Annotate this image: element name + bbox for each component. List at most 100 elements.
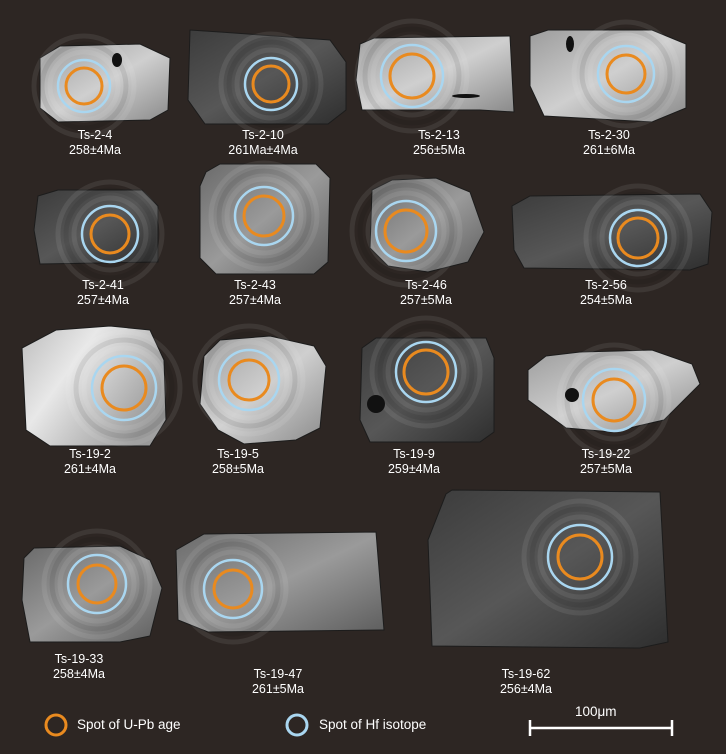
zircon-crystal-image [199, 163, 331, 275]
zoning-band [365, 190, 447, 272]
grain-age: 257±5Ma [579, 462, 633, 476]
zoning-band [218, 31, 324, 137]
zoning-band [224, 176, 304, 256]
upb-age-spot [89, 213, 131, 255]
upb-age-spot [227, 358, 271, 402]
hf-isotope-spot [374, 199, 438, 263]
upb-age-spot [251, 64, 291, 104]
zoning-band [357, 182, 455, 280]
legend-upb-symbol [44, 713, 68, 737]
grain-id: Ts-2-4 [77, 128, 113, 142]
zoning-band [47, 49, 121, 123]
grain-age: 261±4Ma [63, 462, 117, 476]
grain-id: Ts-19-5 [217, 447, 259, 461]
hf-isotope-spot [394, 340, 458, 404]
zoning-band [185, 541, 281, 637]
grain-age: 261±5Ma [251, 682, 305, 696]
upb-age-spot [591, 377, 637, 423]
upb-age-spot [402, 348, 450, 396]
zoning-band [579, 27, 673, 121]
upb-age-spot [383, 208, 429, 254]
grain-id: Ts-2-30 [588, 128, 630, 142]
hf-isotope-spot [581, 367, 647, 433]
zircon-grain-ts-19-33 [21, 528, 163, 643]
zoning-band [564, 350, 664, 450]
zoning-band [39, 41, 129, 131]
hf-isotope-spot [546, 523, 614, 591]
grain-id: Ts-2-10 [242, 128, 284, 142]
inclusion [566, 36, 574, 52]
grain-id: Ts-2-46 [405, 278, 447, 292]
zoning-band [65, 329, 183, 447]
hf-isotope-spot [233, 185, 295, 247]
zircon-grain-ts-19-5 [192, 323, 327, 445]
zoning-band [81, 345, 167, 431]
zoning-band [55, 179, 165, 289]
hf-isotope-spot [202, 558, 264, 620]
grain-age: 256±4Ma [499, 682, 553, 696]
inclusion [452, 94, 480, 98]
zircon-crystal-image [527, 349, 701, 433]
zircon-grain-ts-19-62 [427, 489, 669, 649]
grain-age: 257±5Ma [399, 293, 453, 307]
grain-age: 257±4Ma [228, 293, 282, 307]
grain-id: Ts-19-47 [253, 667, 303, 681]
hf-isotope-spot [80, 204, 140, 264]
hf-isotope-spot [217, 348, 281, 412]
zircon-crystal-image [199, 335, 327, 445]
zircon-grain-ts-2-56 [511, 183, 713, 293]
zoning-band [537, 514, 623, 600]
zircon-grain-ts-19-47 [175, 531, 385, 645]
upb-age-spot [242, 194, 286, 238]
grain-id: Ts-19-22 [581, 447, 631, 461]
hf-isotope-spot [243, 56, 299, 112]
upb-age-spot [64, 66, 104, 106]
grain-id: Ts-19-9 [393, 447, 435, 461]
zoning-band [31, 33, 137, 139]
grain-age: 256±5Ma [412, 143, 466, 157]
zoning-band [192, 323, 306, 437]
zircon-grain-ts-2-10 [187, 29, 347, 137]
inclusion [565, 388, 579, 402]
zircon-crystal-image [427, 489, 669, 649]
zoning-band [63, 187, 157, 281]
upb-age-spot [100, 364, 148, 412]
grain-age: 254±5Ma [579, 293, 633, 307]
upb-age-spot [605, 53, 647, 95]
zoning-band [369, 315, 483, 429]
scale-bar-label: 100μm [575, 704, 617, 719]
legend-hf-symbol [285, 713, 309, 737]
zircon-crystal-image [33, 189, 159, 265]
zoning-band [583, 183, 693, 293]
zircon-grain-ts-2-30 [529, 19, 687, 129]
hf-isotope-spot [608, 208, 668, 268]
legend-upb-label: Spot of U-Pb age [77, 717, 181, 732]
zoning-band [591, 191, 685, 285]
zoning-band [73, 337, 175, 439]
upb-age-spot [212, 568, 254, 610]
zircon-crystal-image [187, 29, 347, 125]
grain-id: Ts-19-33 [54, 652, 104, 666]
zircon-crystal-image [21, 545, 163, 643]
zoning-band [71, 195, 149, 273]
grain-id: Ts-2-41 [82, 278, 124, 292]
hf-isotope-spot [379, 43, 445, 109]
zoning-band [49, 536, 145, 632]
grain-age: 259±4Ma [387, 462, 441, 476]
zoning-band [377, 323, 475, 421]
zoning-band [41, 528, 153, 640]
grain-age: 261±6Ma [582, 143, 636, 157]
upb-age-spot [556, 533, 604, 581]
grain-age: 258±5Ma [211, 462, 265, 476]
zoning-band [362, 26, 462, 126]
zoning-band [200, 331, 298, 429]
